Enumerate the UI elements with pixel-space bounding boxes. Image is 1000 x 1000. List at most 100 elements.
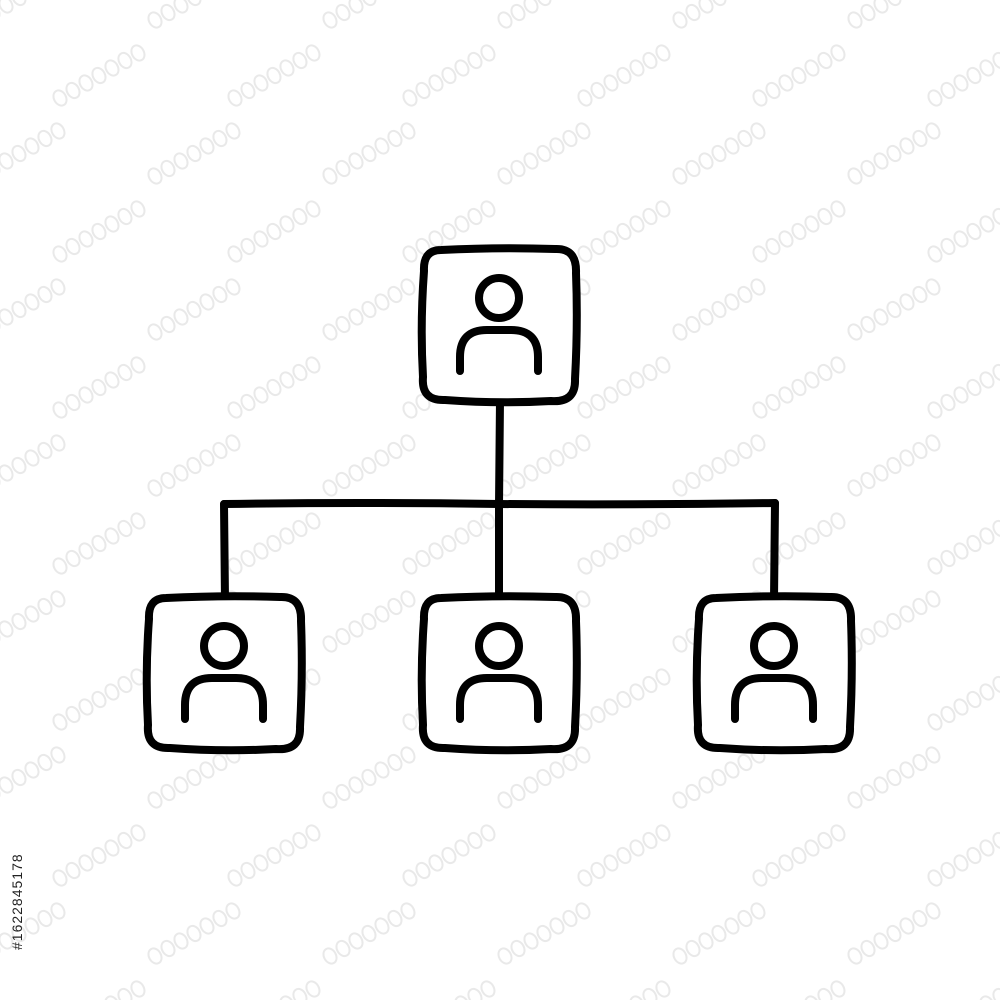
watermark-mark [629, 980, 671, 1000]
watermark-mark [804, 980, 846, 1000]
watermark-mark [497, 434, 591, 497]
connector-root-to-bus [495, 396, 504, 509]
watermark-mark [497, 746, 591, 809]
connector-lines [220, 396, 779, 604]
watermark-mark [672, 0, 727, 29]
watermark-mark [752, 200, 846, 263]
watermark-mark [52, 44, 146, 107]
watermark-mark [52, 824, 146, 887]
watermark-mark [927, 207, 1000, 263]
watermark-mark [497, 902, 591, 965]
watermark-mark [0, 122, 66, 178]
watermark-mark [577, 668, 671, 731]
watermark-mark [227, 44, 321, 107]
watermark-mark [927, 519, 1000, 575]
watermark-mark [577, 824, 671, 887]
person-node-child-center [417, 592, 581, 755]
watermark-mark [227, 200, 321, 263]
watermark-mark [847, 278, 941, 341]
person-node-child-left [142, 592, 306, 755]
watermark-mark [0, 0, 27, 22]
person-node-child-right [692, 592, 856, 755]
person-body [456, 674, 542, 723]
watermark-mark [52, 200, 146, 263]
watermark-mark [227, 824, 321, 887]
watermark-mark [402, 200, 496, 263]
watermark-mark [402, 824, 496, 887]
stock-id-text: #1622845178 [9, 853, 25, 950]
person-head [750, 622, 798, 670]
watermark-mark [672, 278, 766, 341]
watermark-mark [147, 122, 241, 185]
watermark-mark [322, 122, 416, 185]
watermark-mark [672, 902, 766, 965]
person-head [475, 274, 523, 322]
watermark-mark [0, 278, 66, 334]
watermark-mark [497, 0, 552, 29]
watermark-mark [322, 746, 416, 809]
watermark-mark [752, 512, 846, 575]
watermark-mark [927, 831, 1000, 887]
watermark-mark [147, 278, 241, 341]
watermark-mark [147, 746, 241, 809]
watermark-mark [402, 512, 496, 575]
node-box [417, 244, 581, 407]
watermark-mark [322, 902, 416, 965]
watermark-mark [52, 512, 146, 575]
watermark-mark [847, 590, 941, 653]
watermark-mark [847, 746, 941, 809]
person-body [181, 674, 267, 723]
watermark-mark [0, 746, 66, 802]
watermark-mark [927, 51, 1000, 107]
watermark-mark [322, 434, 416, 497]
watermark-mark [0, 590, 66, 646]
person-body [731, 674, 817, 723]
person-icon [456, 274, 542, 375]
watermark-mark [847, 0, 902, 29]
watermark-mark [454, 980, 496, 1000]
node-box [142, 592, 306, 755]
watermark-mark [752, 356, 846, 419]
watermark-mark [927, 363, 1000, 419]
watermark-mark [0, 434, 66, 490]
watermark-mark [577, 356, 671, 419]
watermark-mark [497, 122, 591, 185]
watermark-mark [227, 356, 321, 419]
watermark-mark [104, 980, 146, 1000]
watermark-mark [402, 44, 496, 107]
watermark-mark [672, 746, 766, 809]
watermark-mark [52, 356, 146, 419]
watermark-mark [672, 434, 766, 497]
person-nodes [142, 244, 856, 755]
connector-bus-to-right [770, 499, 779, 604]
watermark-mark [322, 590, 416, 653]
person-icon [181, 622, 267, 723]
watermark-mark [752, 824, 846, 887]
watermark-mark [847, 122, 941, 185]
connector-bus-to-left [220, 500, 229, 604]
person-body [456, 326, 542, 375]
watermark-mark [147, 0, 202, 29]
person-head [475, 622, 523, 670]
watermark-mark [847, 902, 941, 965]
watermark-mark [752, 44, 846, 107]
watermark-mark [577, 44, 671, 107]
watermark-mark [577, 200, 671, 263]
person-icon [456, 622, 542, 723]
watermark-mark [672, 122, 766, 185]
watermark-mark [147, 434, 241, 497]
watermark-mark [227, 512, 321, 575]
watermark-mark [279, 980, 321, 1000]
person-head [200, 622, 248, 670]
watermark-mark [322, 278, 416, 341]
person-icon [731, 622, 817, 723]
watermark-mark [847, 434, 941, 497]
person-node-root [417, 244, 581, 407]
node-box [417, 592, 581, 755]
node-box [692, 592, 856, 755]
watermark-mark [147, 902, 241, 965]
watermark-mark [979, 987, 1000, 1000]
watermark-mark [927, 675, 1000, 731]
watermark-mark [322, 0, 377, 29]
